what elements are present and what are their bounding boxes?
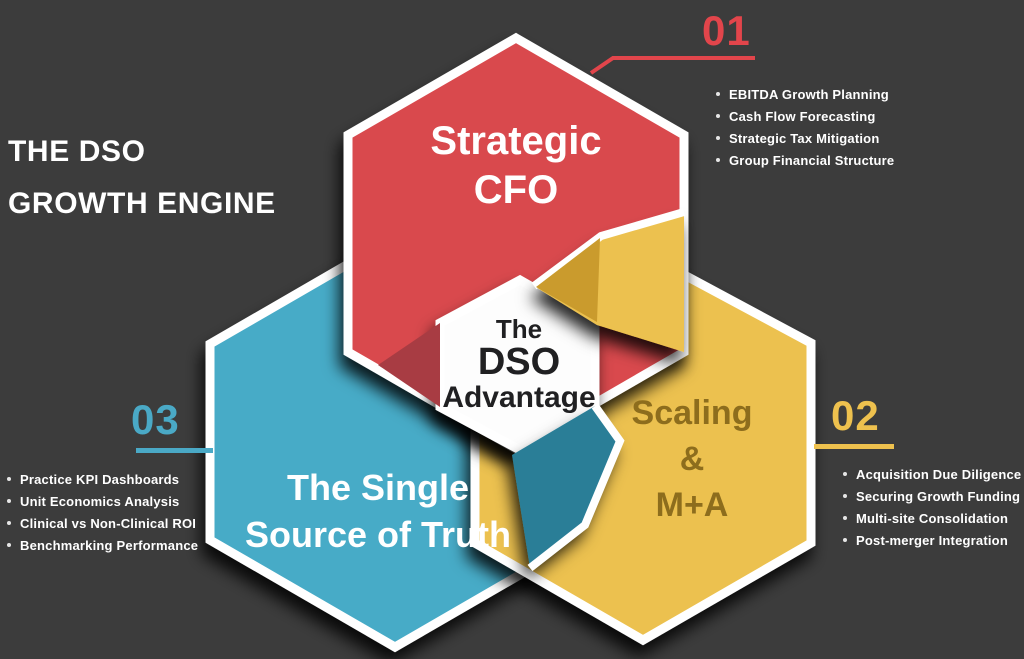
yellow-label-line-3: M+A bbox=[655, 486, 729, 524]
bullet-icon bbox=[716, 114, 720, 118]
center-hexagon-label: The DSO Advantage bbox=[442, 314, 595, 414]
bullet-icon bbox=[716, 136, 720, 140]
page-title: THE DSO GROWTH ENGINE bbox=[8, 126, 276, 230]
yellow-weave-tab bbox=[534, 212, 684, 352]
title-line-1: THE DSO bbox=[8, 135, 146, 168]
list-item: Benchmarking Performance bbox=[7, 534, 198, 556]
callout-02-underline bbox=[814, 444, 894, 449]
yellow-tab-border bbox=[531, 208, 686, 290]
blue-hexagon-label: The Single Source of Truth bbox=[245, 464, 511, 558]
title-line-2: GROWTH ENGINE bbox=[8, 187, 276, 220]
bullet-icon bbox=[7, 477, 11, 481]
list-item-label: Multi-site Consolidation bbox=[856, 510, 1009, 526]
list-item: Acquisition Due Diligence bbox=[843, 463, 1021, 485]
list-item-label: Benchmarking Performance bbox=[20, 537, 199, 553]
list-item-label: Clinical vs Non-Clinical ROI bbox=[20, 515, 197, 531]
center-label-line-3: Advantage bbox=[442, 381, 596, 414]
callout-01-connector-line bbox=[589, 56, 755, 75]
blue-tab-border bbox=[527, 403, 625, 572]
bullet-icon bbox=[7, 499, 11, 503]
list-item-label: Acquisition Due Diligence bbox=[856, 466, 1022, 482]
list-item: Unit Economics Analysis bbox=[7, 490, 198, 512]
list-item-label: Practice KPI Dashboards bbox=[20, 471, 180, 487]
list-item: EBITDA Growth Planning bbox=[716, 83, 894, 105]
list-item: Securing Growth Funding bbox=[843, 485, 1021, 507]
bullet-icon bbox=[843, 516, 847, 520]
list-item-label: Group Financial Structure bbox=[729, 152, 895, 168]
yellow-hexagon-label: Scaling & M+A bbox=[632, 390, 753, 528]
yellow-label-line-2: & bbox=[679, 440, 705, 478]
red-hexagon-label: Strategic CFO bbox=[430, 117, 601, 215]
red-label-line-2: CFO bbox=[473, 168, 559, 212]
blue-label-line-1: The Single bbox=[286, 467, 470, 508]
callout-03-underline bbox=[136, 448, 213, 453]
list-item-label: Unit Economics Analysis bbox=[20, 493, 180, 509]
callout-03-number: 03 bbox=[131, 396, 180, 443]
bullet-icon bbox=[716, 92, 720, 96]
yellow-label-line-1: Scaling bbox=[631, 394, 753, 432]
red-label-line-1: Strategic bbox=[430, 119, 602, 163]
callout-02-list: Acquisition Due Diligence Securing Growt… bbox=[843, 463, 1021, 551]
yellow-fold-facet bbox=[536, 238, 600, 322]
list-item-label: EBITDA Growth Planning bbox=[729, 86, 889, 102]
bullet-icon bbox=[7, 543, 11, 547]
bullet-icon bbox=[7, 521, 11, 525]
list-item: Practice KPI Dashboards bbox=[7, 468, 198, 490]
list-item: Post-merger Integration bbox=[843, 529, 1021, 551]
blue-weave-tab bbox=[512, 406, 620, 568]
list-item: Cash Flow Forecasting bbox=[716, 105, 894, 127]
list-item-label: Securing Growth Funding bbox=[856, 488, 1021, 504]
bullet-icon bbox=[843, 538, 847, 542]
bullet-icon bbox=[843, 472, 847, 476]
list-item: Group Financial Structure bbox=[716, 149, 894, 171]
list-item-label: Cash Flow Forecasting bbox=[729, 108, 876, 124]
callout-03-list: Practice KPI Dashboards Unit Economics A… bbox=[7, 468, 198, 556]
blue-label-line-2: Source of Truth bbox=[244, 514, 512, 555]
bullet-icon bbox=[716, 158, 720, 162]
red-fold-facet bbox=[378, 323, 440, 407]
list-item: Multi-site Consolidation bbox=[843, 507, 1021, 529]
callout-01-number: 01 bbox=[702, 7, 751, 54]
list-item-label: Post-merger Integration bbox=[856, 532, 1008, 548]
center-label-line-1: The bbox=[495, 314, 543, 344]
list-item: Clinical vs Non-Clinical ROI bbox=[7, 512, 198, 534]
list-item: Strategic Tax Mitigation bbox=[716, 127, 894, 149]
list-item-label: Strategic Tax Mitigation bbox=[729, 130, 880, 146]
callout-02-number: 02 bbox=[831, 392, 880, 439]
bullet-icon bbox=[843, 494, 847, 498]
center-label-line-2: DSO bbox=[477, 341, 561, 383]
callout-01-list: EBITDA Growth Planning Cash Flow Forecas… bbox=[716, 83, 894, 171]
